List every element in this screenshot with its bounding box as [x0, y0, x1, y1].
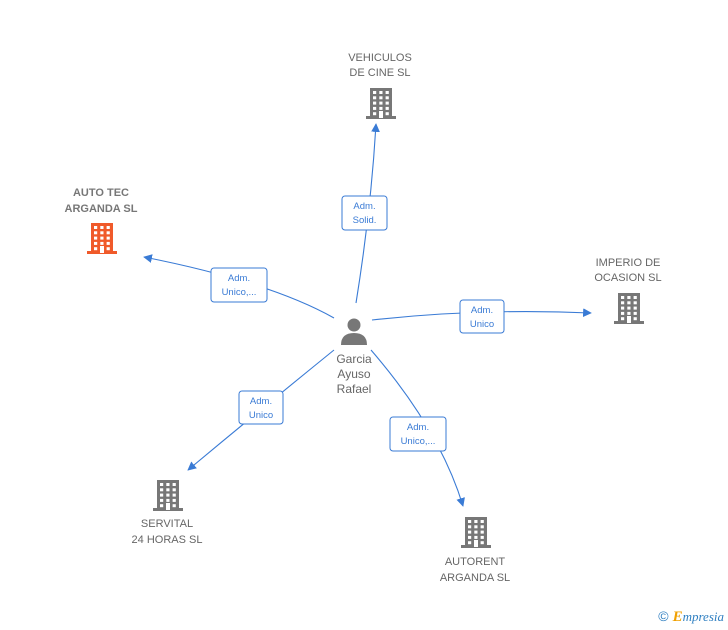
company-node-autotec[interactable]: AUTO TEC ARGANDA SL — [65, 187, 138, 254]
building-icon — [614, 293, 644, 324]
company-name-line: AUTORENT — [445, 556, 506, 568]
company-node-imperio[interactable]: IMPERIO DE OCASION SL — [594, 257, 662, 324]
relation-imperio[interactable]: Adm. Unico — [371, 299, 592, 334]
role-label-line: Adm. — [228, 273, 250, 284]
company-node-vehiculos[interactable]: VEHICULOS DE CINE SL — [348, 52, 412, 119]
person-name-line: Rafael — [337, 382, 372, 396]
role-label-line: Adm. — [353, 201, 375, 212]
brand-logo-text: mpresia — [682, 609, 724, 624]
building-icon — [461, 517, 491, 548]
role-label-line: Solid. — [353, 215, 377, 226]
role-label-line: Adm. — [250, 396, 272, 407]
company-name-line: DE CINE SL — [349, 67, 410, 79]
person-name-line: Ayuso — [337, 367, 370, 381]
graph-nodes: VEHICULOS DE CINE SL AUTO TEC ARGANDA SL IMP… — [65, 52, 662, 584]
role-badge[interactable] — [210, 267, 268, 303]
role-label-line: Unico — [470, 319, 494, 330]
role-label-line: Adm. — [407, 422, 429, 433]
relation-vehiculos[interactable]: Adm. Solid. — [341, 123, 388, 304]
company-name-line: IMPERIO DE — [596, 257, 661, 269]
role-label-line: Unico — [249, 410, 273, 421]
role-label-line: Adm. — [471, 305, 493, 316]
role-badge[interactable] — [389, 416, 447, 452]
role-label-line: Unico,... — [401, 436, 436, 447]
relation-autorent[interactable]: Adm. Unico,... — [370, 349, 465, 507]
building-icon — [153, 480, 183, 511]
building-icon — [87, 223, 117, 254]
relation-servital[interactable]: Adm. Unico — [187, 349, 335, 471]
company-name-line: SERVITAL — [141, 518, 193, 530]
company-name-line: VEHICULOS — [348, 52, 412, 64]
brand-logo-e: E — [672, 609, 683, 625]
role-label-line: Unico,... — [222, 287, 257, 298]
company-name-line: ARGANDA SL — [65, 203, 138, 215]
role-badge[interactable] — [238, 390, 284, 425]
person-name-line: Garcia — [336, 352, 372, 366]
company-name-line: 24 HORAS SL — [132, 534, 203, 546]
role-badge[interactable] — [459, 299, 505, 334]
copyright-symbol: © — [658, 608, 669, 624]
relation-autotec[interactable]: Adm. Unico,... — [143, 254, 335, 319]
company-name-line: ARGANDA SL — [440, 572, 510, 584]
company-node-servital[interactable]: SERVITAL 24 HORAS SL — [132, 480, 203, 546]
company-node-autorent[interactable]: AUTORENT ARGANDA SL — [440, 517, 510, 584]
relation-edges: Adm.Solid.Adm.Unico,...Adm.UnicoAdm.Unic… — [143, 123, 592, 507]
role-badge[interactable] — [341, 195, 388, 231]
building-icon — [366, 88, 396, 119]
company-name-line: OCASION SL — [594, 272, 661, 284]
footer-brand[interactable]: ©Empresia — [658, 608, 724, 626]
company-name-line: AUTO TEC — [73, 187, 129, 199]
person-icon — [341, 318, 367, 345]
